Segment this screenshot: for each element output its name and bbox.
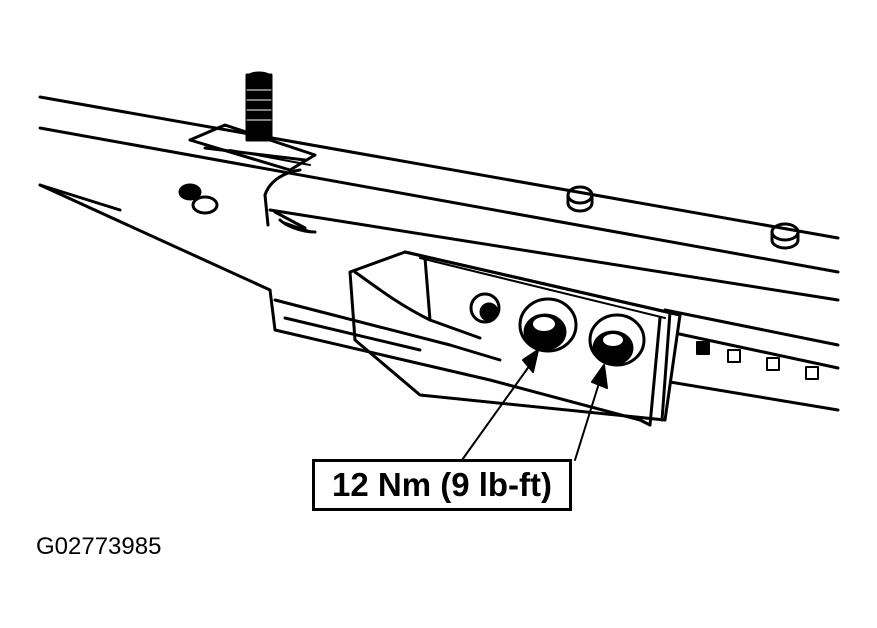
leader-lines xyxy=(461,349,608,461)
beam-pads xyxy=(566,185,800,250)
figure-id: G02773985 xyxy=(36,533,162,560)
nut-left xyxy=(518,297,578,353)
rivet-row xyxy=(696,341,819,380)
bumper-beam xyxy=(38,95,840,412)
nut-right xyxy=(588,313,646,367)
stud-bolt xyxy=(245,71,273,142)
left-bracket xyxy=(178,168,317,234)
torque-spec-label: 12 Nm (9 lb-ft) xyxy=(312,459,572,511)
bracket-hole xyxy=(469,292,501,324)
